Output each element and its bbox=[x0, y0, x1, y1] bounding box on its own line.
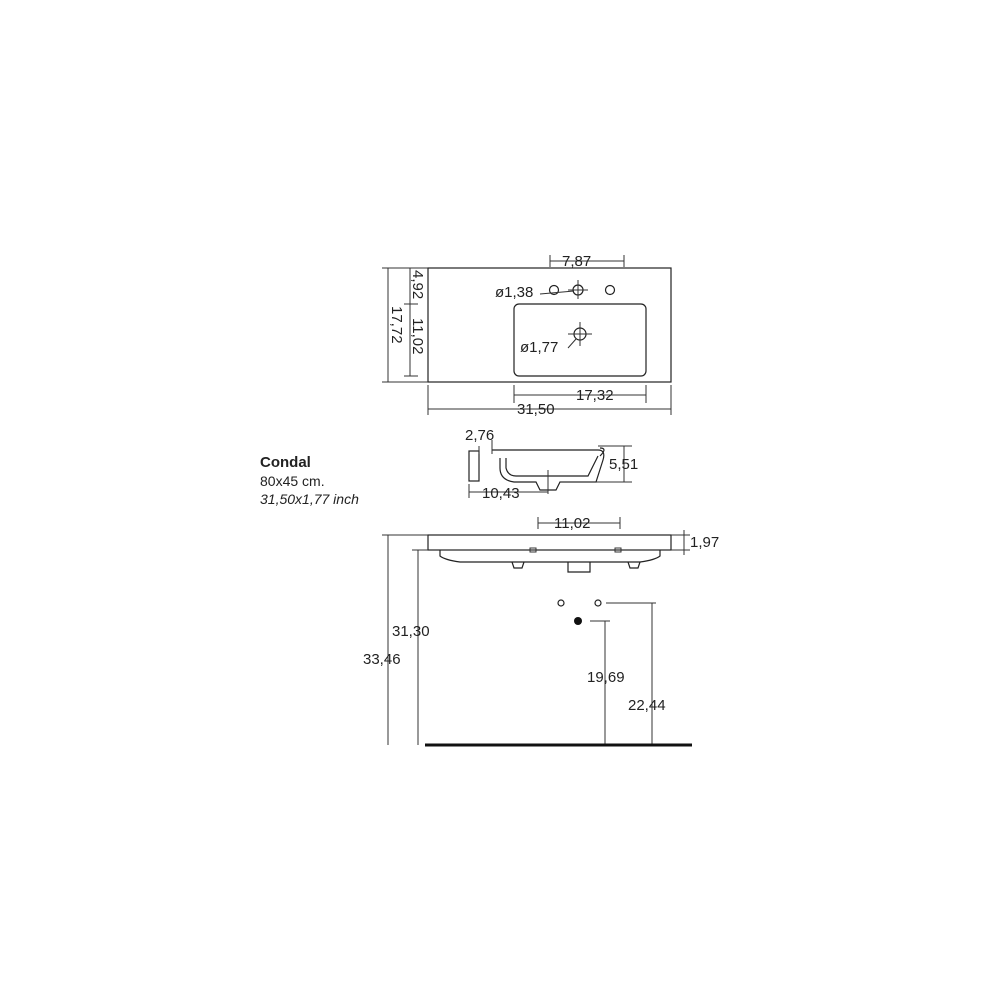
dim-drain-offset: 10,43 bbox=[482, 485, 520, 502]
tap-hole-right bbox=[604, 284, 616, 296]
section-back-wall bbox=[468, 450, 480, 482]
product-info: Condal 80x45 cm. 31,50x1,77 inch bbox=[260, 454, 359, 508]
front-underside bbox=[439, 550, 661, 563]
top-view: 7,87 ø1,38 ø1,77 17,72 4,92 11,02 17,32 … bbox=[382, 253, 672, 418]
dim-hole-spacing-front: 11,02 bbox=[554, 515, 590, 532]
supply-right bbox=[594, 599, 602, 607]
supply-left bbox=[557, 599, 565, 607]
dim-supply-height: 22,44 bbox=[628, 697, 666, 714]
washbasin-outline bbox=[427, 267, 672, 383]
dim-top-height: 33,46 bbox=[363, 651, 401, 668]
section-basin-profile bbox=[492, 449, 605, 491]
dim-drain-height: 19,69 bbox=[587, 669, 625, 686]
product-size-cm: 80x45 cm. bbox=[260, 473, 325, 489]
dim-slab-thickness: 1,97 bbox=[690, 534, 719, 551]
dim-edge-to-holes: 4,92 bbox=[409, 270, 426, 299]
dim-hole-spacing-top: 7,87 bbox=[562, 253, 591, 270]
front-view: 11,02 1,97 19,69 22,44 31,30 33,46 bbox=[363, 515, 719, 747]
dim-total-width: 31,50 bbox=[517, 401, 555, 418]
dim-rim: 2,76 bbox=[465, 427, 494, 444]
dim-basin-width: 17,32 bbox=[576, 387, 614, 404]
tap-hole-left bbox=[548, 284, 560, 296]
dim-hole-diameter: ø1,38 bbox=[495, 284, 533, 301]
section-view: 2,76 5,51 10,43 bbox=[465, 427, 638, 502]
dim-basin-depth: 11,02 bbox=[409, 318, 426, 354]
dim-drain-diameter: ø1,77 bbox=[520, 339, 558, 356]
bowl-outline bbox=[513, 303, 647, 377]
dim-total-depth: 17,72 bbox=[388, 306, 405, 344]
dim-section-height: 5,51 bbox=[609, 456, 638, 473]
front-slab bbox=[427, 534, 672, 551]
product-name: Condal bbox=[260, 454, 311, 471]
product-size-inch: 31,50x1,77 inch bbox=[260, 491, 359, 507]
dim-underside-height: 31,30 bbox=[392, 623, 430, 640]
drain-outlet bbox=[574, 617, 582, 625]
